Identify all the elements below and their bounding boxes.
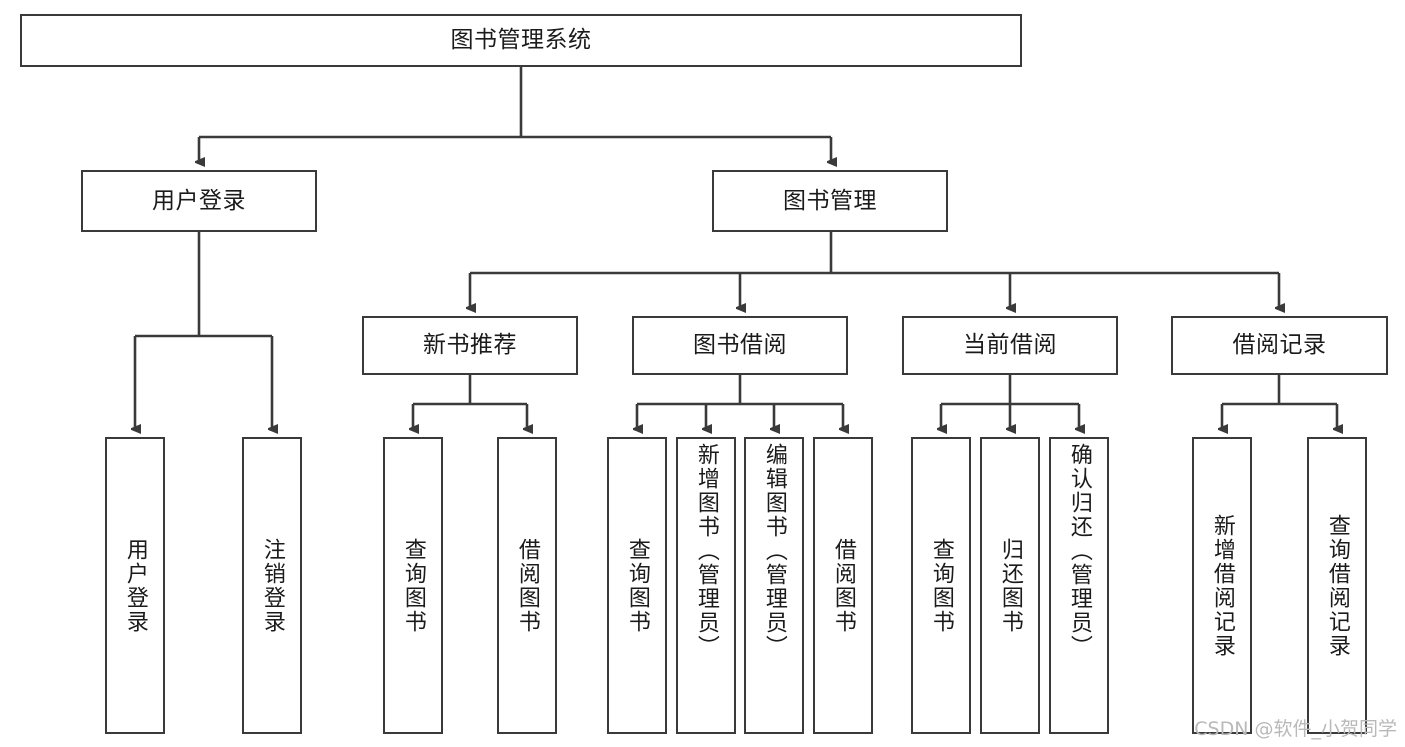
node-label: 编辑图书（管理员）	[761, 443, 787, 659]
node-leaf-query-book-recommend[interactable]: 查询图书	[383, 437, 443, 734]
node-leaf-logout-login[interactable]: 注销登录	[242, 437, 302, 734]
node-leaf-edit-book[interactable]: 编辑图书（管理员）	[744, 437, 804, 734]
node-leaf-return-book[interactable]: 归还图书	[980, 437, 1040, 734]
node-label: 查询图书	[928, 537, 954, 634]
node-book-manage[interactable]: 图书管理	[712, 170, 948, 232]
node-label: 新书推荐	[423, 332, 517, 358]
node-leaf-query-borrow-record[interactable]: 查询借阅记录	[1307, 437, 1367, 734]
node-root-system[interactable]: 图书管理系统	[20, 14, 1022, 67]
node-user-login[interactable]: 用户登录	[81, 170, 317, 232]
node-leaf-add-book[interactable]: 新增图书（管理员）	[676, 437, 736, 734]
node-label: 归还图书	[997, 537, 1023, 634]
csdn-watermark: CSDN @软件_小贺同学	[1194, 718, 1397, 740]
node-new-book-recommend[interactable]: 新书推荐	[362, 316, 578, 375]
node-label: 图书管理	[783, 187, 877, 214]
node-label: 借阅图书	[830, 537, 856, 634]
node-label: 用户登录	[152, 187, 246, 214]
node-label: 查询图书	[624, 537, 650, 634]
node-label: 确认归还（管理员）	[1066, 443, 1092, 659]
node-label: 图书管理系统	[450, 27, 592, 53]
node-borrow-record[interactable]: 借阅记录	[1171, 316, 1388, 375]
node-leaf-user-login[interactable]: 用户登录	[105, 437, 165, 734]
node-leaf-query-book-borrow[interactable]: 查询图书	[607, 437, 667, 734]
node-leaf-confirm-return[interactable]: 确认归还（管理员）	[1049, 437, 1109, 734]
node-leaf-add-borrow-record[interactable]: 新增借阅记录	[1192, 437, 1252, 734]
node-leaf-query-book-current[interactable]: 查询图书	[911, 437, 971, 734]
node-label: 注销登录	[259, 537, 285, 634]
node-label: 借阅记录	[1232, 332, 1327, 358]
node-label: 新增借阅记录	[1209, 513, 1235, 658]
node-leaf-borrow-book-recommend[interactable]: 借阅图书	[497, 437, 557, 734]
node-book-borrow[interactable]: 图书借阅	[632, 316, 848, 375]
node-label: 当前借阅	[963, 332, 1057, 358]
node-label: 用户登录	[122, 537, 148, 634]
node-label: 新增图书（管理员）	[693, 443, 719, 659]
node-label: 查询图书	[400, 537, 426, 634]
node-label: 图书借阅	[693, 332, 787, 358]
node-label: 借阅图书	[514, 537, 540, 634]
node-leaf-borrow-book[interactable]: 借阅图书	[813, 437, 873, 734]
node-label: 查询借阅记录	[1324, 513, 1350, 658]
node-current-borrow[interactable]: 当前借阅	[902, 316, 1118, 375]
